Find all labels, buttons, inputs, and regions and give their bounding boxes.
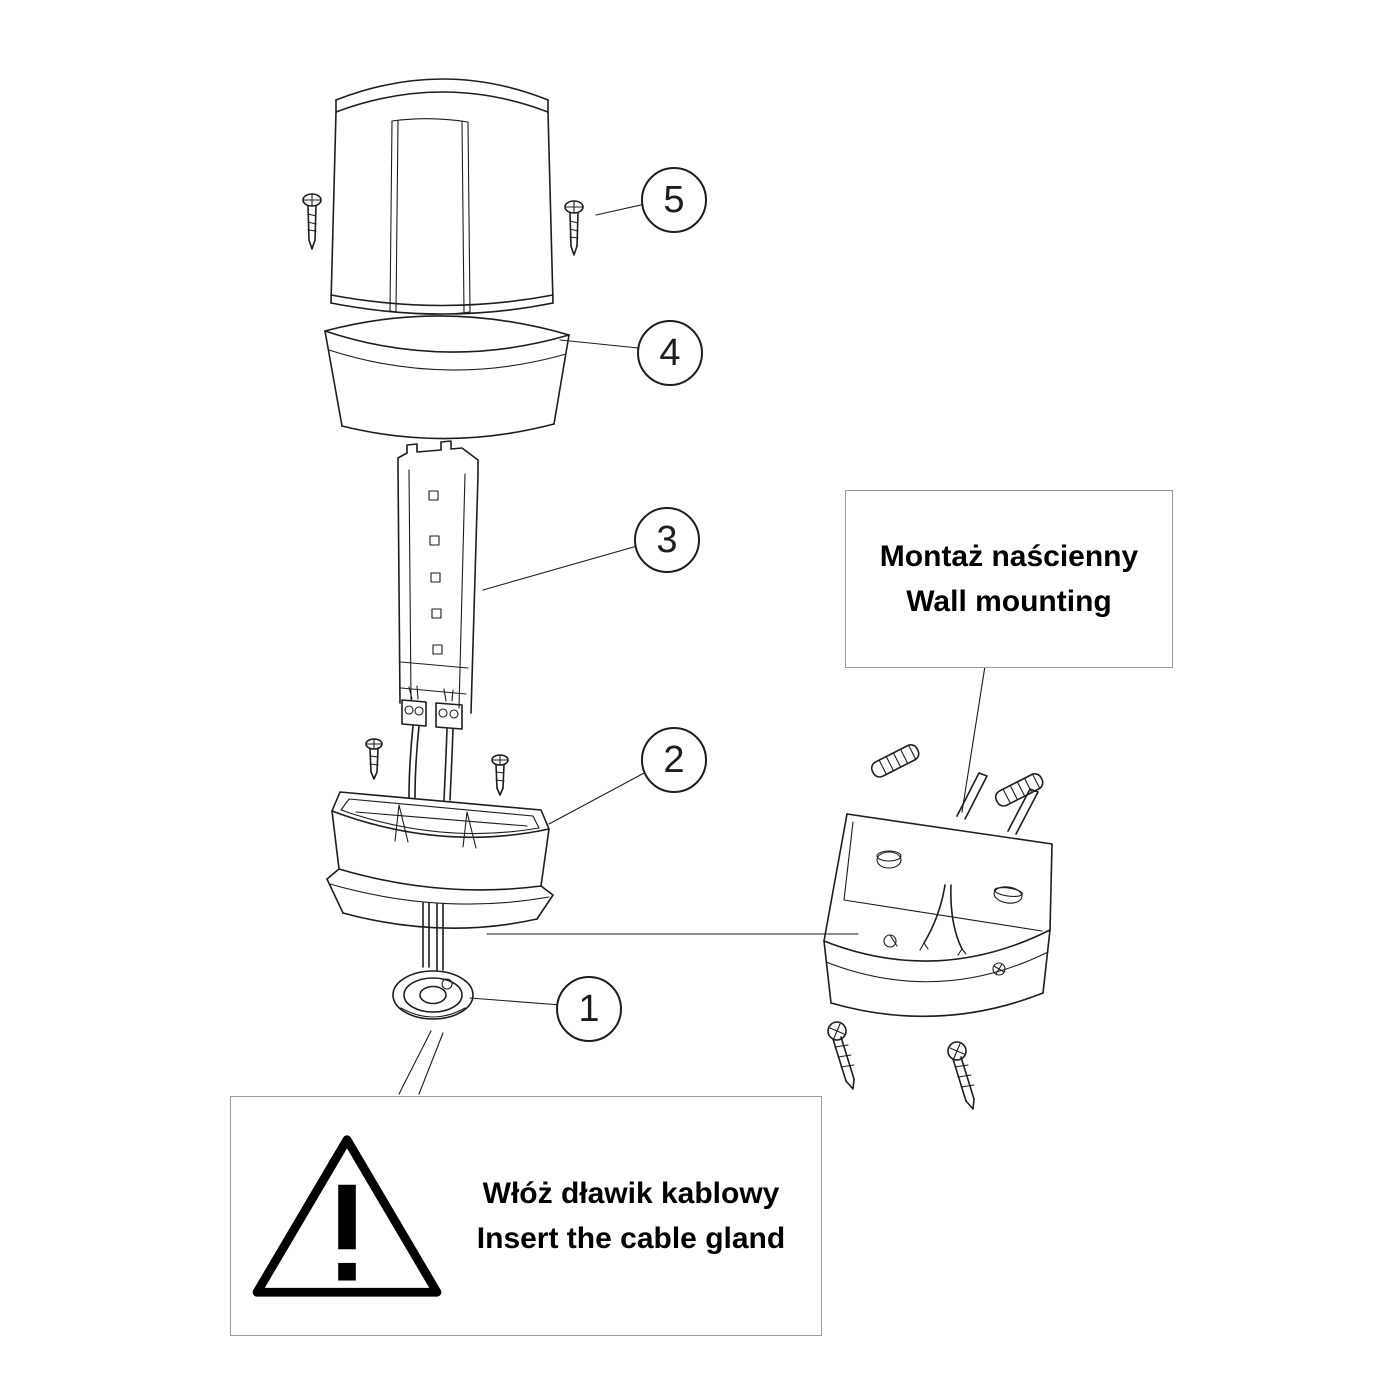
cable-gland-note: Włóż dławik kablowy Insert the cable gla…	[230, 1096, 822, 1336]
anchor-guides	[956, 772, 1039, 835]
device-cover	[330, 78, 554, 315]
wall-plug-icon	[870, 744, 920, 778]
callout-1: 1	[556, 976, 622, 1042]
callout-1-label: 1	[578, 987, 600, 1030]
cable-gland	[392, 970, 474, 1020]
screw-icon	[302, 193, 322, 250]
wires	[422, 902, 444, 971]
callout-2: 2	[641, 727, 707, 793]
callout-3: 3	[634, 507, 700, 573]
screw-icon	[947, 1041, 975, 1110]
wires	[408, 725, 454, 801]
cable-gland-note-pl: Włóż dławik kablowy	[482, 1177, 780, 1210]
wall-mounting-note: Montaż naścienny Wall mounting	[845, 490, 1173, 668]
wall-bracket	[823, 813, 1053, 1018]
callout-2-label: 2	[663, 738, 685, 781]
callout-4-label: 4	[659, 331, 681, 374]
device-base	[324, 315, 570, 440]
screw-icon	[827, 1021, 855, 1090]
cable-gland-note-en: Insert the cable gland	[476, 1222, 786, 1255]
screw-icon	[564, 200, 584, 256]
wall-mounting-note-pl: Montaż naścienny	[879, 540, 1139, 573]
wall-mounting-note-en: Wall mounting	[906, 585, 1112, 618]
callout-4: 4	[637, 320, 703, 386]
terminal-plate	[397, 440, 479, 730]
callout-5: 5	[641, 167, 707, 233]
wall-plug-icon	[994, 773, 1044, 807]
callout-3-label: 3	[656, 518, 678, 561]
screw-icon	[491, 754, 509, 796]
callout-5-label: 5	[663, 178, 685, 221]
warning-triangle-icon	[252, 1135, 442, 1297]
bottom-tray	[326, 791, 554, 929]
screw-icon	[365, 738, 383, 780]
